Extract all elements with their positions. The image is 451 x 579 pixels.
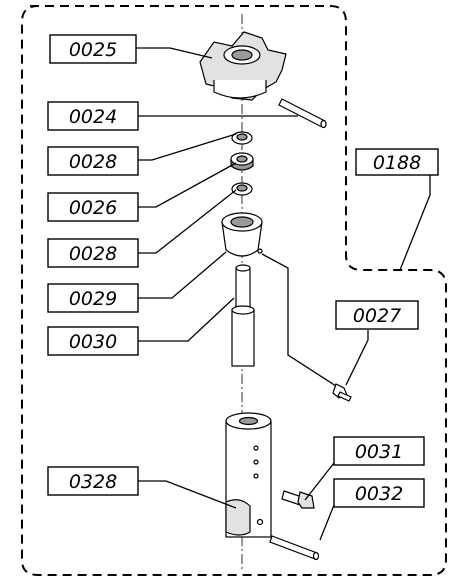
svg-text:0188: 0188 [373, 152, 421, 174]
part-0027-screw [332, 383, 352, 402]
part-0028-washer-top [231, 131, 253, 145]
label-0028-bottom: 0028 [47, 238, 139, 268]
svg-text:0029: 0029 [69, 288, 117, 310]
label-0328: 0328 [47, 466, 139, 496]
part-0328-housing [225, 412, 272, 538]
label-0030: 0030 [47, 326, 139, 356]
label-0026: 0026 [47, 192, 139, 222]
label-0031: 0031 [333, 436, 425, 466]
label-0028-top: 0028 [47, 146, 139, 176]
svg-text:0028: 0028 [69, 243, 117, 265]
part-0024-pin [278, 98, 327, 129]
leader-lines [136, 47, 431, 541]
svg-text:0024: 0024 [69, 106, 117, 128]
svg-text:0028: 0028 [69, 151, 117, 173]
label-0027: 0027 [335, 300, 419, 330]
assembly-boundary [21, 5, 447, 576]
label-0025: 0025 [49, 34, 137, 64]
label-0029: 0029 [47, 283, 139, 313]
label-0188: 0188 [355, 148, 439, 176]
part-0032-pin [269, 535, 320, 561]
svg-text:0032: 0032 [355, 483, 403, 505]
svg-text:0030: 0030 [69, 331, 117, 353]
part-0025-star-knob [199, 31, 287, 101]
label-0024: 0024 [47, 101, 139, 131]
part-0028-washer-bottom [231, 182, 253, 196]
svg-text:0025: 0025 [69, 39, 117, 61]
label-0032: 0032 [333, 478, 425, 508]
part-0029-bushing [221, 212, 263, 257]
svg-text:0031: 0031 [355, 441, 403, 463]
part-0026-bearing [230, 152, 254, 171]
svg-text:0026: 0026 [69, 197, 117, 219]
part-0031-bolt [281, 490, 315, 509]
svg-text:0027: 0027 [353, 305, 401, 327]
part-0030-shaft [231, 264, 255, 367]
svg-text:0328: 0328 [69, 471, 117, 493]
